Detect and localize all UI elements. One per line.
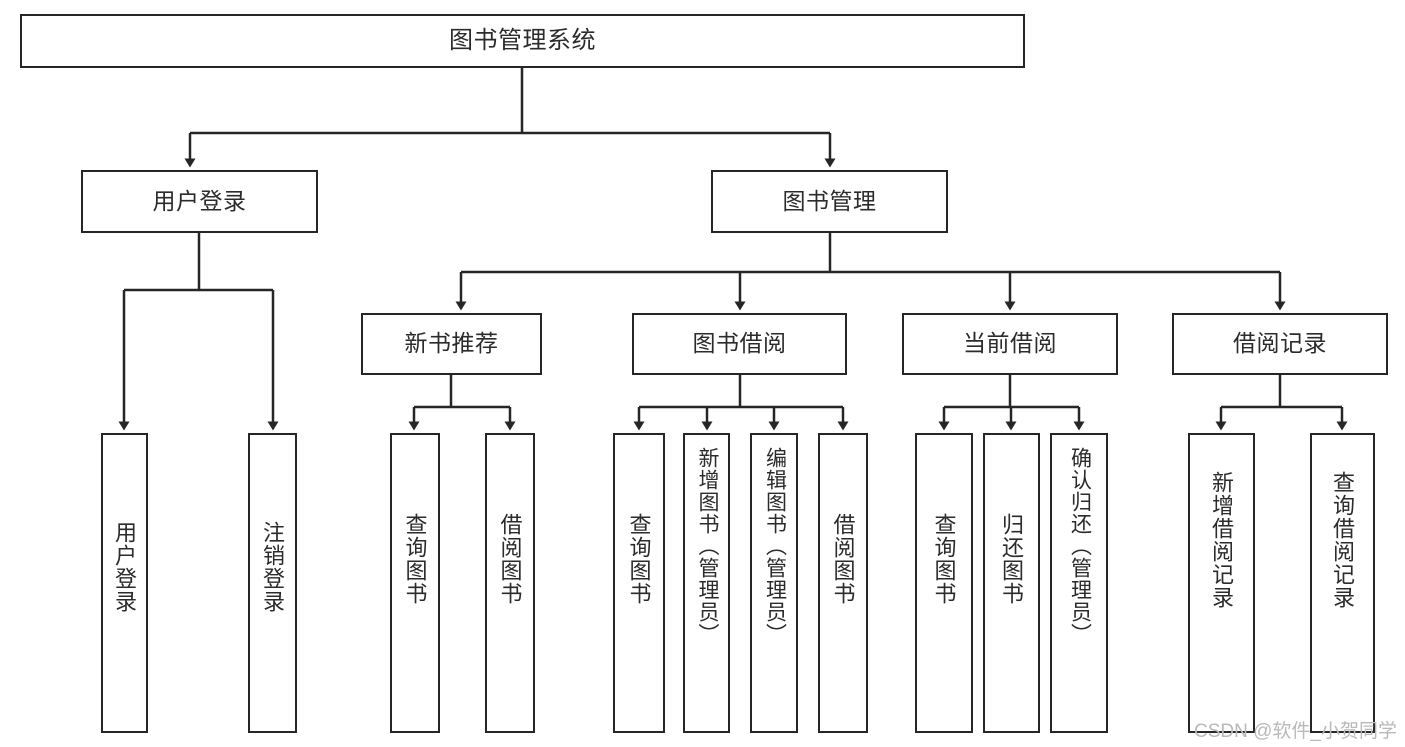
leaf-query-borrow-record-label: 查询借阅记录	[1330, 471, 1356, 609]
leaf-confirm-return-admin[interactable]: 确认归还（管理员）	[1050, 433, 1108, 733]
node-user-login[interactable]: 用户登录	[81, 170, 318, 233]
node-root[interactable]: 图书管理系统	[20, 14, 1025, 68]
leaf-query-book-1-label: 查询图书	[402, 513, 428, 605]
leaf-edit-book-admin[interactable]: 编辑图书（管理员）	[750, 433, 798, 733]
leaf-query-book-3[interactable]: 查询图书	[915, 433, 973, 733]
watermark-text: CSDN @软件_小贺同学	[1194, 721, 1397, 742]
node-book-management-label: 图书管理	[782, 187, 877, 214]
leaf-query-book-3-label: 查询图书	[931, 513, 957, 605]
leaf-query-borrow-record[interactable]: 查询借阅记录	[1310, 433, 1375, 733]
leaf-borrow-book-2-label: 借阅图书	[830, 513, 856, 605]
node-current-borrow[interactable]: 当前借阅	[902, 313, 1118, 375]
leaf-query-book-2[interactable]: 查询图书	[613, 433, 665, 733]
leaf-borrow-book-2[interactable]: 借阅图书	[818, 433, 868, 733]
leaf-borrow-book-1-label: 借阅图书	[497, 513, 523, 605]
leaf-user-login[interactable]: 用户登录	[101, 433, 148, 733]
leaf-edit-book-admin-label: 编辑图书（管理员）	[763, 447, 787, 645]
node-root-label: 图书管理系统	[449, 26, 596, 54]
leaf-logout-label: 注销登录	[260, 521, 286, 613]
node-book-borrow[interactable]: 图书借阅	[632, 313, 847, 375]
node-borrow-record-label: 借阅记录	[1233, 330, 1327, 357]
node-new-book-recommend-label: 新书推荐	[404, 330, 499, 357]
leaf-add-book-admin-label: 新增图书（管理员）	[695, 447, 719, 645]
node-new-book-recommend[interactable]: 新书推荐	[361, 313, 542, 375]
node-book-management[interactable]: 图书管理	[711, 170, 948, 233]
leaf-add-borrow-record-label: 新增借阅记录	[1209, 471, 1235, 609]
leaf-return-book-label: 归还图书	[999, 513, 1025, 605]
leaf-query-book-1[interactable]: 查询图书	[390, 433, 440, 733]
leaf-confirm-return-admin-label: 确认归还（管理员）	[1068, 447, 1092, 645]
node-book-borrow-label: 图书借阅	[692, 330, 787, 357]
node-user-login-label: 用户登录	[152, 187, 247, 214]
leaf-add-book-admin[interactable]: 新增图书（管理员）	[683, 433, 730, 733]
leaf-return-book[interactable]: 归还图书	[983, 433, 1040, 733]
leaf-add-borrow-record[interactable]: 新增借阅记录	[1188, 433, 1255, 733]
leaf-user-login-label: 用户登录	[112, 521, 138, 613]
node-borrow-record[interactable]: 借阅记录	[1172, 313, 1388, 375]
leaf-borrow-book-1[interactable]: 借阅图书	[485, 433, 535, 733]
leaf-logout[interactable]: 注销登录	[248, 433, 297, 733]
node-current-borrow-label: 当前借阅	[963, 330, 1057, 357]
leaf-query-book-2-label: 查询图书	[626, 513, 652, 605]
